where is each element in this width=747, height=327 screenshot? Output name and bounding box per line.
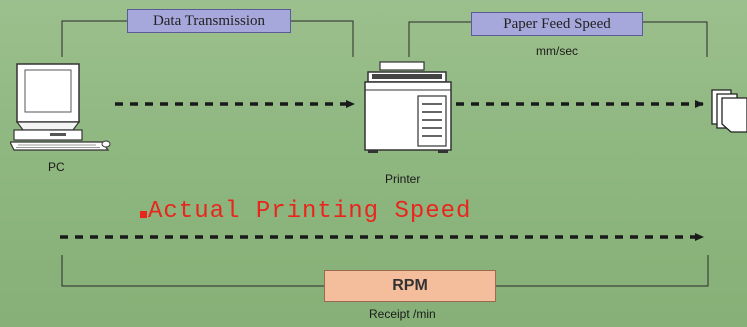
printer-label: Printer [385,172,421,186]
printer-icon [362,60,458,159]
actual-printing-speed-heading: Actual Printing Speed [148,198,472,225]
rpm-unit-label: Receipt /min [369,307,436,321]
headline-bullet-icon [140,211,147,218]
receipt-stack-icon [711,86,747,139]
feed-unit-label: mm/sec [536,44,578,58]
paper-feed-speed-label: Paper Feed Speed [471,12,643,36]
paper-feed-bracket [408,21,708,57]
data-transmission-label: Data Transmission [127,9,291,33]
rpm-label: RPM [324,270,496,302]
data-transmission-bracket [61,20,354,57]
pc-icon [9,62,116,159]
pc-label: PC [48,160,65,174]
rpm-bracket [61,255,709,287]
